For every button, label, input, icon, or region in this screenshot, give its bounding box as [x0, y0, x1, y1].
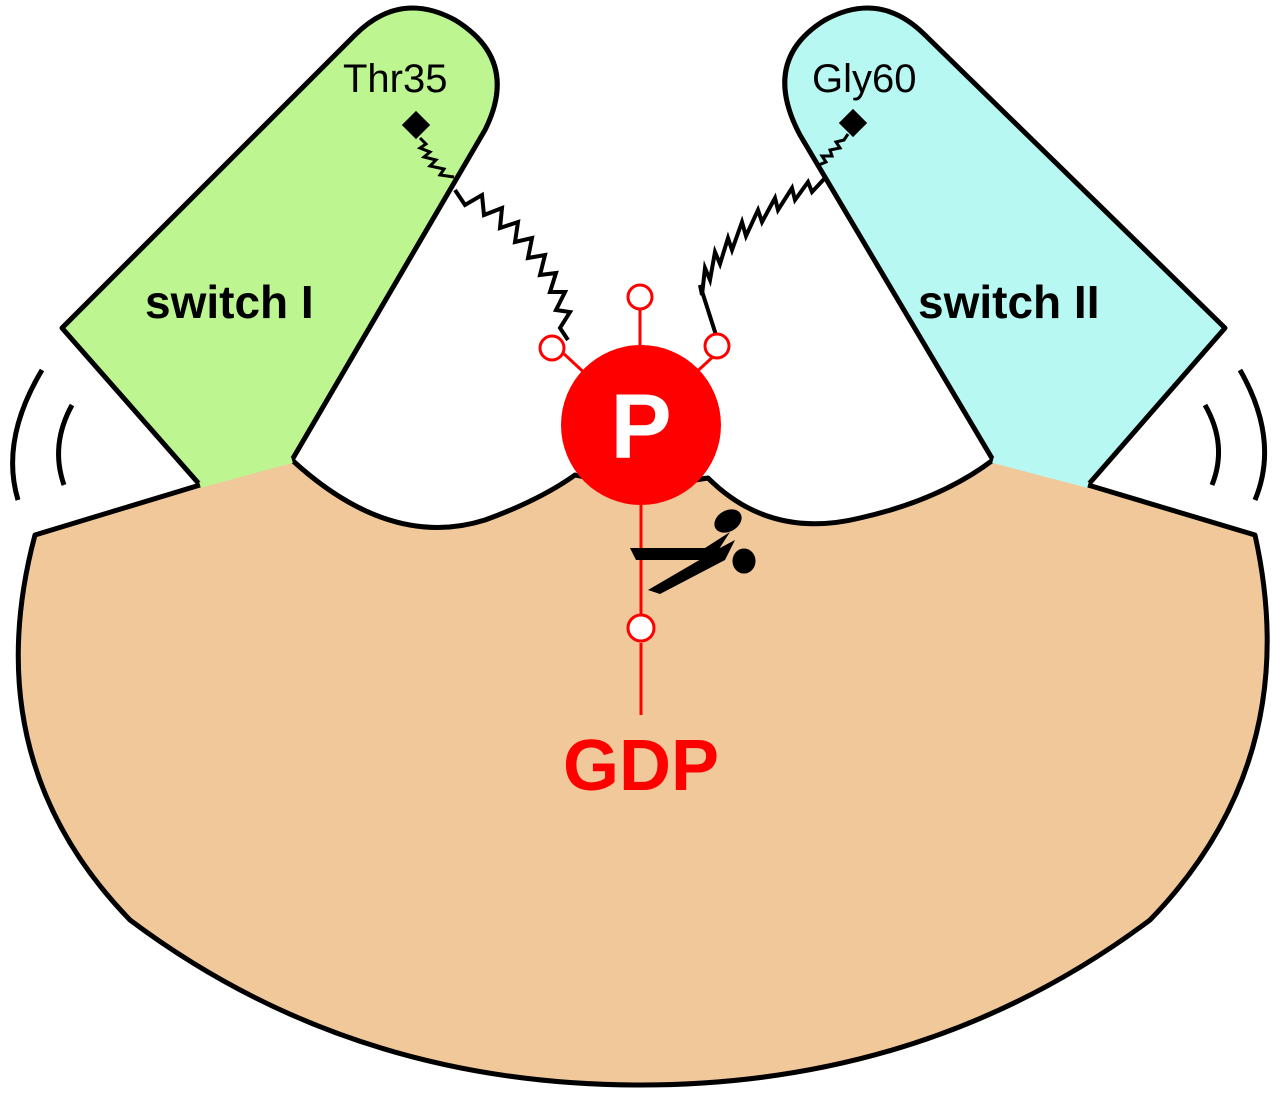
gly60-label: Gly60 [812, 57, 917, 101]
spring-left [453, 188, 574, 342]
oxygen-atom [538, 334, 566, 362]
switch-i-label: switch I [145, 276, 314, 328]
phosphate-atom [561, 345, 721, 505]
diamond-icon [838, 108, 868, 138]
motion-arc-icon [10, 368, 75, 501]
oxygen-atom [703, 332, 731, 360]
switch-ii-label: switch II [918, 276, 1099, 328]
residue-tether-left [416, 136, 455, 179]
oxygen-atom [626, 613, 656, 643]
scissors-icon [630, 509, 756, 594]
phosphate-group [538, 283, 731, 715]
phosphate-label: P [610, 376, 671, 478]
thr35-label: Thr35 [343, 57, 448, 101]
switch-ii-region [782, 5, 1228, 487]
gdp-label: GDP [563, 726, 719, 806]
switch-i-region [59, 5, 500, 487]
spring-right [698, 176, 827, 336]
residue-tether-right [815, 133, 850, 168]
oxygen-atom [626, 283, 654, 311]
motion-arc-icon [1202, 368, 1268, 501]
